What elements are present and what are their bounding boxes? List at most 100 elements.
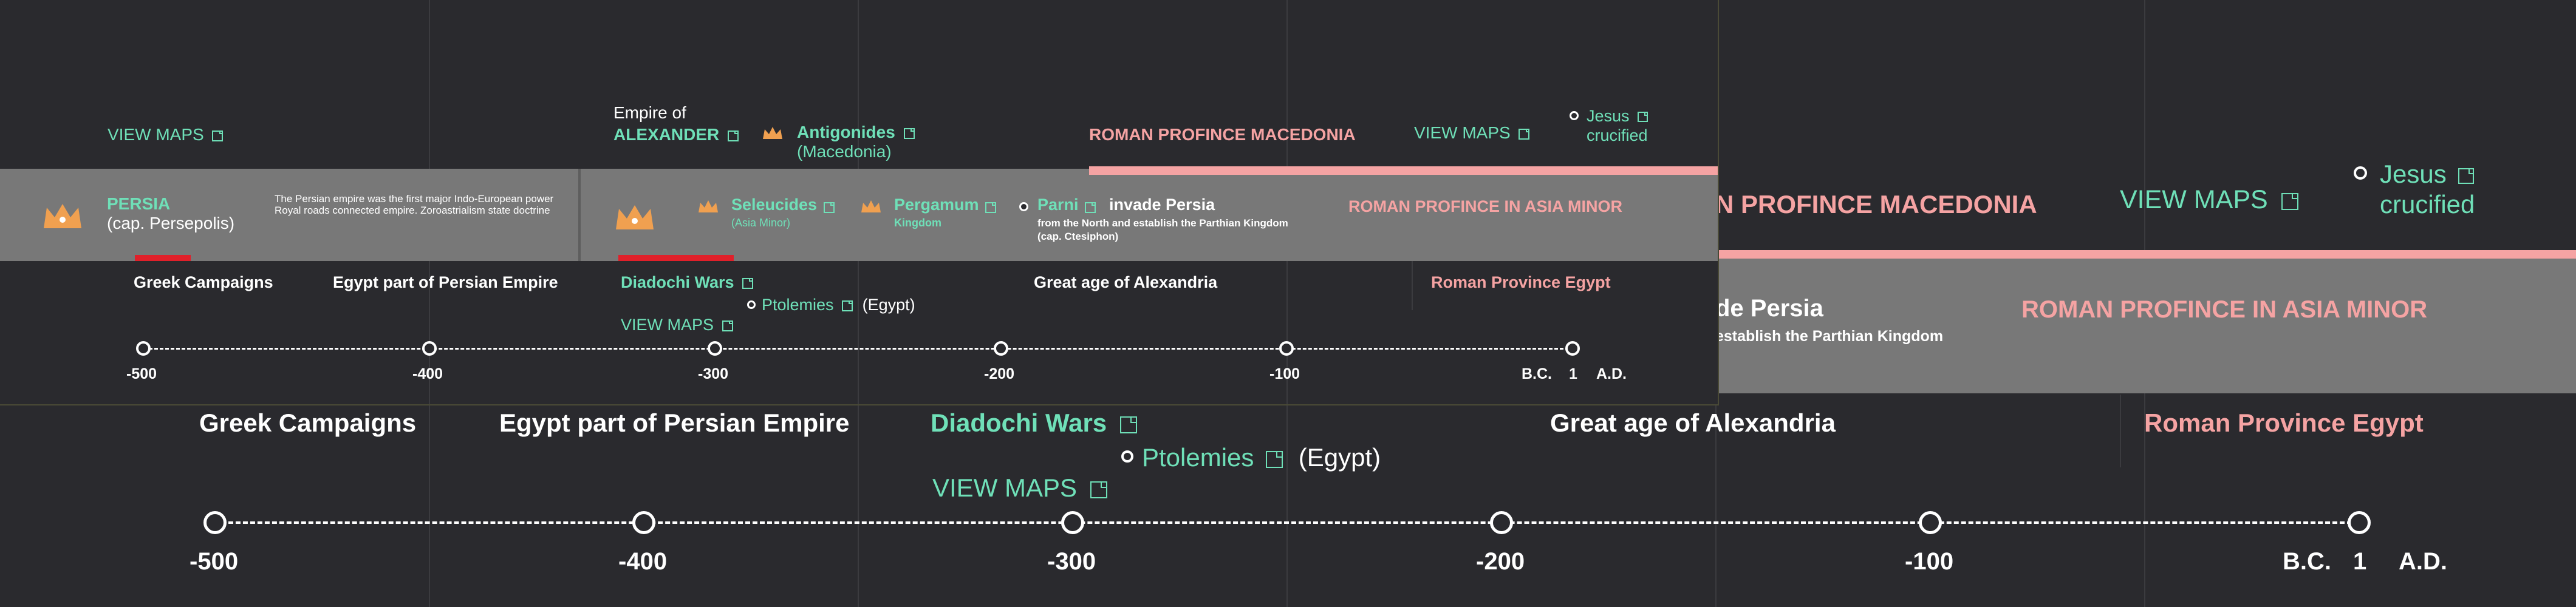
axis-dot[interactable] xyxy=(203,511,227,534)
event-dot xyxy=(1121,450,1133,463)
era-band xyxy=(1715,259,2576,393)
view-maps-link[interactable]: VIEW MAPS xyxy=(932,473,1107,503)
egypt-persian-label: Egypt part of Persian Empire xyxy=(499,409,850,437)
grid-line xyxy=(2120,395,2121,467)
alexander-link[interactable]: ALEXANDER xyxy=(613,125,739,144)
roman-macedonia-label: ROMAN PROFINCE MACEDONIA xyxy=(1089,125,1356,144)
axis-dot[interactable] xyxy=(632,511,655,534)
view-maps-label: VIEW MAPS xyxy=(108,125,204,144)
ptolemies-link[interactable]: Ptolemies (Egypt) xyxy=(762,296,915,314)
jesus-label: Jesus xyxy=(2380,160,2447,188)
external-link-icon xyxy=(1119,416,1137,433)
view-maps-label: VIEW MAPS xyxy=(932,473,1078,502)
external-link-icon xyxy=(742,277,754,289)
time-axis xyxy=(143,348,1574,350)
invade-persia-label: de Persia xyxy=(1715,295,1823,322)
persia-label: PERSIA xyxy=(107,194,171,213)
roman-asia-minor-label: ROMAN PROFINCE IN ASIA MINOR xyxy=(1348,197,1622,215)
external-link-icon xyxy=(722,320,733,331)
tick-label: -200 xyxy=(984,365,1015,382)
external-link-icon xyxy=(1090,481,1107,498)
view-maps-link[interactable]: VIEW MAPS xyxy=(108,125,224,144)
antigonides-link[interactable]: Antigonides (Macedonia) xyxy=(797,123,915,161)
parni-link[interactable]: Parni xyxy=(1037,195,1096,214)
greek-campaigns-marker xyxy=(135,255,191,261)
axis-dot[interactable] xyxy=(1565,341,1580,356)
asia-minor-label: (Asia Minor) xyxy=(731,217,791,229)
external-link-icon xyxy=(1519,128,1530,140)
axis-dot[interactable] xyxy=(1490,511,1513,534)
view-maps-link[interactable]: VIEW MAPS xyxy=(621,316,733,334)
tick-label: -500 xyxy=(190,548,239,575)
alexander-label: ALEXANDER xyxy=(613,125,720,144)
pergamum-link[interactable]: Pergamum xyxy=(894,195,997,214)
overview-timeline-panel: VIEW MAPS Empire of ALEXANDER Antigonide… xyxy=(0,0,1719,405)
greek-campaigns-label: Greek Campaigns xyxy=(134,273,273,291)
axis-dot[interactable] xyxy=(994,341,1008,356)
axis-dot[interactable] xyxy=(708,341,722,356)
roman-egypt-label: Roman Province Egypt xyxy=(1431,273,1611,291)
greek-campaigns-label: Greek Campaigns xyxy=(199,409,417,437)
external-link-icon xyxy=(212,130,224,141)
empire-of-label: Empire of xyxy=(613,103,686,122)
ptolemies-label: Ptolemies xyxy=(762,296,834,314)
parthian-desc: establish the Parthian Kingdom xyxy=(1715,328,1944,345)
jesus-crucified-link[interactable]: Jesus crucified xyxy=(1587,106,1648,145)
roman-egypt-label: Roman Province Egypt xyxy=(2144,409,2424,437)
roman-macedonia-bar xyxy=(1715,250,2576,259)
tick-label: -200 xyxy=(1476,548,1525,575)
ptolemies-link[interactable]: Ptolemies (Egypt) xyxy=(1142,443,1381,472)
external-link-icon xyxy=(728,130,739,141)
external-link-icon xyxy=(903,127,915,139)
ctesiphon-label: (cap. Ctesiphon) xyxy=(1037,231,1119,242)
alexandria-label: Great age of Alexandria xyxy=(1550,409,1836,437)
ad-label: A.D. xyxy=(2399,548,2447,575)
crucified-label: crucified xyxy=(1587,126,1648,144)
persia-band xyxy=(0,169,578,261)
jesus-crucified-link[interactable]: Jesus crucified xyxy=(2380,159,2475,220)
year-one-label: 1 xyxy=(1569,365,1577,382)
axis-dot[interactable] xyxy=(1279,341,1294,356)
event-dot xyxy=(747,300,756,309)
external-link-icon xyxy=(985,202,997,213)
tick-label: -100 xyxy=(1269,365,1300,382)
diadochi-label: Diadochi Wars xyxy=(621,273,734,291)
crown-icon xyxy=(41,200,84,232)
bc-label: B.C. xyxy=(2283,548,2331,575)
diadochi-marker xyxy=(618,255,734,261)
view-maps-link[interactable]: VIEW MAPS xyxy=(1414,123,1530,143)
roman-macedonia-bar xyxy=(1089,166,1718,175)
bc-label: B.C. xyxy=(1522,365,1552,382)
event-dot xyxy=(1570,111,1579,120)
axis-dot[interactable] xyxy=(1919,511,1942,534)
view-maps-link[interactable]: VIEW MAPS xyxy=(2120,185,2298,215)
tick-label: -400 xyxy=(412,365,443,382)
axis-dot[interactable] xyxy=(1061,511,1084,534)
parthian-desc: from the North and establish the Parthia… xyxy=(1037,217,1288,229)
external-link-icon xyxy=(823,202,835,213)
persia-description: The Persian empire was the first major I… xyxy=(275,193,554,216)
diadochi-wars-link[interactable]: Diadochi Wars xyxy=(931,409,1137,438)
tick-label: -300 xyxy=(1047,548,1096,575)
axis-dot[interactable] xyxy=(422,341,437,356)
axis-dot[interactable] xyxy=(136,341,151,356)
jesus-label: Jesus xyxy=(1587,107,1630,125)
diadochi-wars-link[interactable]: Diadochi Wars xyxy=(621,273,754,292)
tick-label: -300 xyxy=(698,365,729,382)
egypt-paren-label: (Egypt) xyxy=(1298,443,1381,472)
grid-line xyxy=(1412,258,1413,310)
view-maps-label: VIEW MAPS xyxy=(1414,123,1511,142)
crown-icon xyxy=(860,198,882,215)
roman-macedonia-label: N PROFINCE MACEDONIA xyxy=(1715,190,2037,219)
ptolemies-label: Ptolemies xyxy=(1142,443,1254,472)
kingdom-label: Kingdom xyxy=(894,217,941,229)
tick-label: -500 xyxy=(126,365,157,382)
macedonia-label: (Macedonia) xyxy=(797,142,892,161)
external-link-icon xyxy=(842,300,853,311)
seleucides-link[interactable]: Seleucides xyxy=(731,195,835,214)
tick-label: -100 xyxy=(1905,548,1954,575)
egypt-persian-label: Egypt part of Persian Empire xyxy=(333,273,558,291)
roman-asia-minor-label: ROMAN PROFINCE IN ASIA MINOR xyxy=(2021,296,2428,323)
axis-dot[interactable] xyxy=(2348,511,2371,534)
crown-icon xyxy=(613,202,656,233)
